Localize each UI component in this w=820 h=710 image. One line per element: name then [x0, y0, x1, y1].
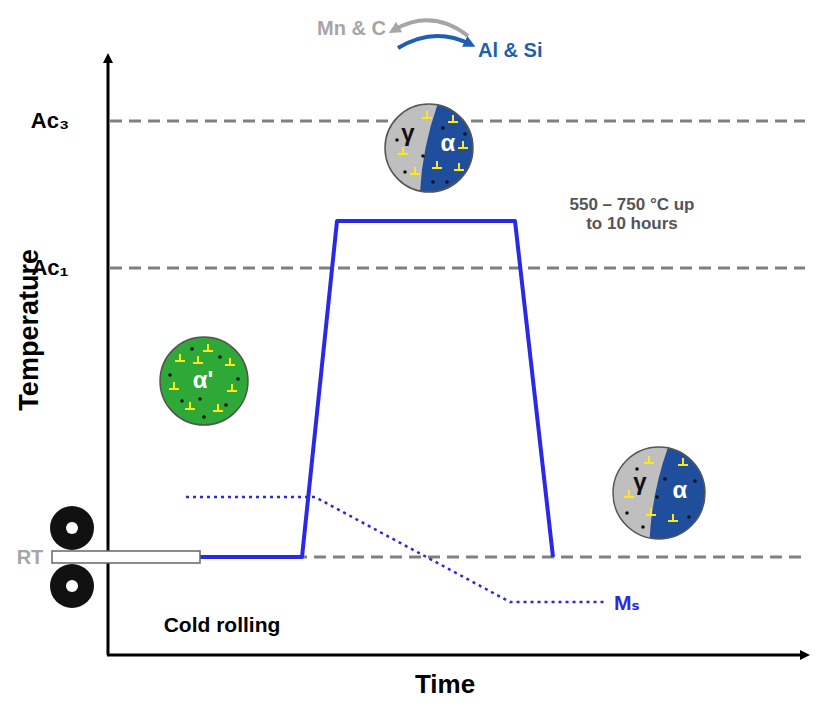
temperature-label: Ac₃	[31, 109, 69, 133]
temperature-label: RT	[17, 546, 44, 568]
ac1-line	[110, 267, 805, 270]
roll	[50, 506, 94, 550]
phase-symbol: γ	[633, 470, 646, 494]
microstructure-circle: α'	[158, 335, 248, 425]
process-label: Cold rolling	[164, 613, 281, 636]
element-label: Al & Si	[478, 39, 542, 61]
circle-shape	[383, 102, 475, 194]
x-axis	[107, 654, 805, 657]
roll-axle	[66, 522, 78, 534]
phase-symbol: γ	[401, 121, 414, 145]
roll	[50, 564, 94, 608]
heat-treatment-curve	[195, 221, 553, 557]
y-axis	[107, 58, 110, 655]
microstructure-circle: γα	[611, 445, 705, 539]
phase-symbol: α	[673, 478, 688, 502]
axis-title: Time	[415, 670, 475, 699]
phase-symbol: α	[441, 131, 456, 155]
partition-arrow	[398, 36, 470, 48]
circle-shape	[611, 445, 707, 541]
axis-title: Temperature	[15, 249, 45, 411]
annealing-note: 550 – 750 °C up to 10 hours	[567, 196, 697, 233]
sheet-strip	[52, 551, 200, 563]
microstructure-circle: γα	[383, 102, 473, 192]
partition-arrow	[394, 20, 468, 36]
element-label: Mn & C	[317, 17, 386, 39]
phase-symbol: α'	[193, 368, 213, 392]
ms-label: Mₛ	[614, 591, 640, 614]
ms-line	[186, 497, 605, 602]
roll-axle	[66, 580, 78, 592]
